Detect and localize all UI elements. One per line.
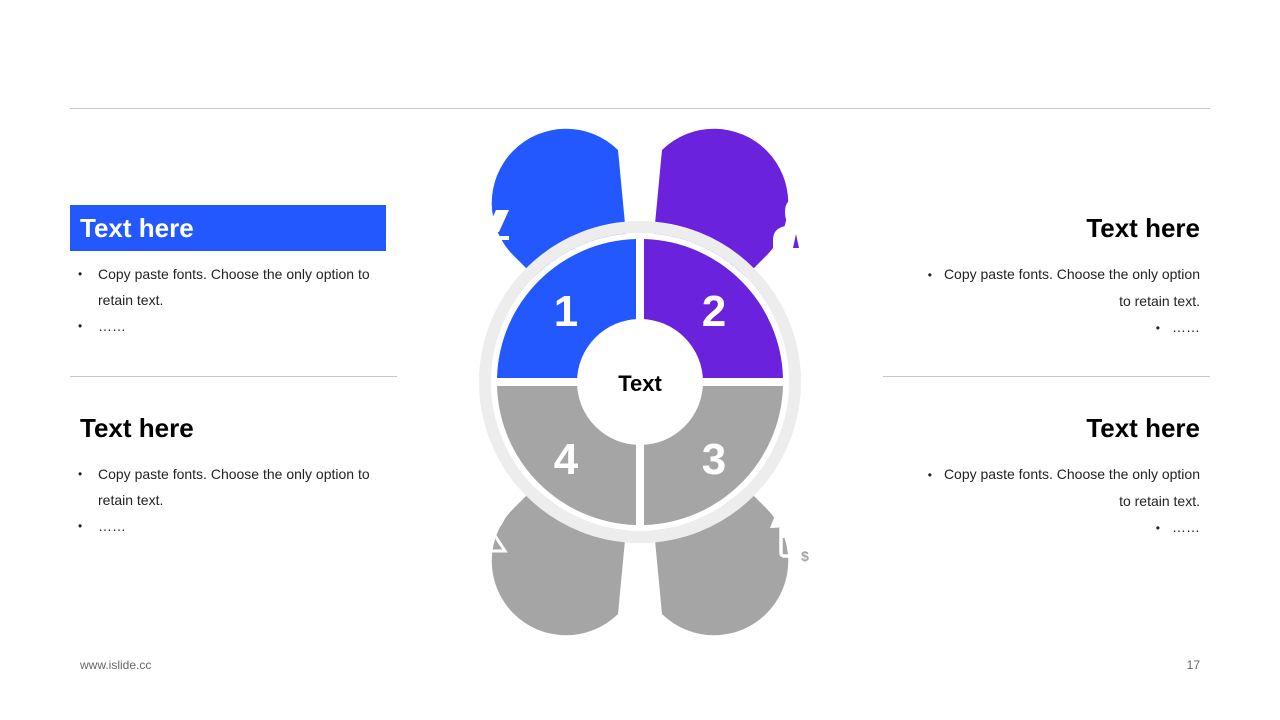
segment-number-3: 3 (702, 435, 726, 484)
bullet-item: •…… (1155, 519, 1200, 535)
bullet-item: Copy paste fonts. Choose the only option… (70, 461, 386, 513)
right-bottom-title: Text here (1086, 413, 1200, 443)
right-top-block: Text here •Copy paste fonts. Choose the … (894, 205, 1210, 341)
businessman-dollar-icon: $ (773, 192, 830, 250)
left-divider (70, 376, 397, 377)
left-top-bullets: Copy paste fonts. Choose the only option… (70, 261, 386, 339)
segment-number-4: 4 (554, 435, 579, 484)
left-top-title: Text here (70, 205, 386, 251)
right-top-title: Text here (1086, 213, 1200, 243)
left-top-block: Text here Copy paste fonts. Choose the o… (70, 205, 386, 339)
left-bottom-title: Text here (80, 413, 194, 443)
right-divider (883, 376, 1210, 377)
bullet-item: •…… (1155, 319, 1200, 335)
right-bottom-block: Text here •Copy paste fonts. Choose the … (894, 405, 1210, 541)
top-divider (70, 108, 1210, 109)
bullet-item: Copy paste fonts. Choose the only option… (70, 261, 386, 313)
person-laptop-icon (449, 193, 509, 240)
bullet-item: …… (70, 513, 386, 539)
right-top-bullets: •Copy paste fonts. Choose the only optio… (894, 261, 1210, 341)
bullet-item: •Copy paste fonts. Choose the only optio… (927, 266, 1200, 309)
segment-number-2: 2 (702, 287, 726, 336)
right-bottom-bullets: •Copy paste fonts. Choose the only optio… (894, 461, 1210, 541)
svg-text:$: $ (801, 548, 809, 564)
segment-number-1: 1 (554, 287, 578, 336)
footer-website: www.islide.cc (80, 658, 152, 672)
bullet-item: •Copy paste fonts. Choose the only optio… (927, 466, 1200, 509)
center-label: Text (618, 371, 662, 396)
center-circle (577, 319, 703, 445)
left-bottom-bullets: Copy paste fonts. Choose the only option… (70, 461, 386, 539)
outer-ring (479, 221, 801, 543)
left-bottom-block: Text here Copy paste fonts. Choose the o… (70, 405, 386, 539)
bullet-item: …… (70, 313, 386, 339)
footer-page-number: 17 (1186, 658, 1200, 672)
svg-text:$: $ (809, 199, 819, 219)
feather-paper-icon (447, 512, 508, 553)
credit-card-dollar-icon: $ (770, 508, 829, 566)
